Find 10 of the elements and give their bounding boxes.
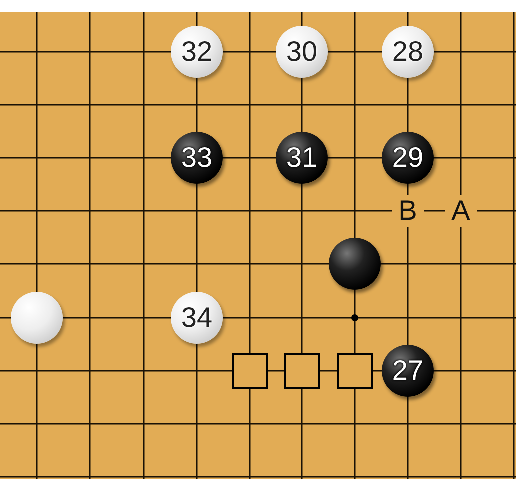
point-letter: A	[445, 195, 477, 227]
move-number: 34	[181, 302, 213, 334]
move-number: 27	[392, 355, 424, 387]
move-number: 28	[392, 36, 424, 68]
move-number: 30	[286, 36, 318, 68]
move-number: 31	[286, 142, 318, 174]
move-number: 33	[181, 142, 213, 174]
move-number: 32	[181, 36, 213, 68]
move-number: 29	[392, 142, 424, 174]
point-letter: B	[392, 195, 424, 227]
